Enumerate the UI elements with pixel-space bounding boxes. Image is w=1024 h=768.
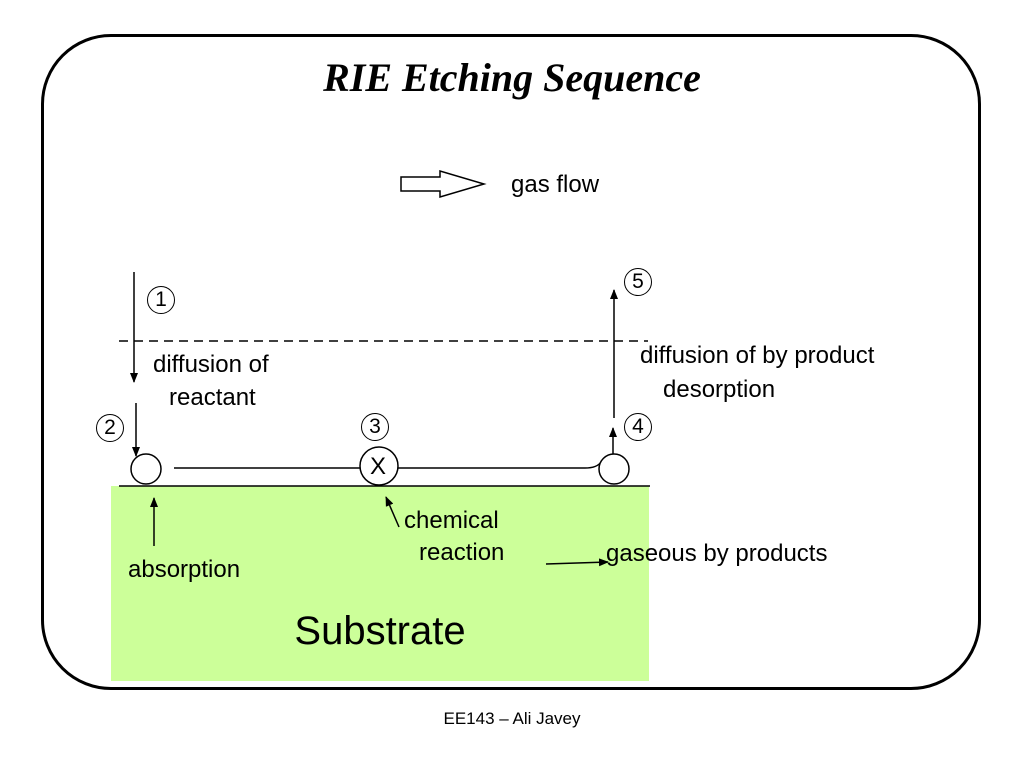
diffusion-reactant-label-line2: reactant [169, 384, 256, 411]
diffusion-product-label-line1: diffusion of by product [640, 342, 875, 369]
step-1-badge: 1 [147, 286, 175, 314]
step-5-badge: 5 [624, 268, 652, 296]
chemical-reaction-label-line1: chemical [404, 507, 499, 534]
gaseous-products-arrow [545, 558, 609, 567]
substrate-block [111, 486, 649, 681]
gaseous-products-label: gaseous by products [606, 540, 828, 567]
step-4-badge: 4 [624, 413, 652, 441]
absorption-label: absorption [128, 556, 241, 583]
step-3-badge: 3 [361, 413, 389, 441]
gas-flow-label: gas flow [511, 171, 600, 198]
slide-title: RIE Etching Sequence [323, 55, 701, 100]
chemical-reaction-label-line2: reaction [419, 539, 505, 566]
slide-frame [41, 34, 981, 690]
gas-flow-arrow [400, 169, 487, 199]
chemical-reaction-pointer [385, 496, 400, 528]
reaction-mark: X [370, 453, 387, 480]
diffusion-product-label-line2: desorption [663, 376, 776, 403]
substrate-label: Substrate [294, 609, 466, 653]
surface-migration-line-right [397, 461, 602, 469]
reaction-site [359, 446, 399, 486]
product-molecule [598, 453, 630, 485]
diffusion-reactant-label-line1: diffusion of [153, 351, 269, 378]
step-2-badge: 2 [96, 414, 124, 442]
adsorbed-molecule [130, 453, 162, 485]
footer-credit: EE143 – Ali Javey [443, 709, 581, 728]
